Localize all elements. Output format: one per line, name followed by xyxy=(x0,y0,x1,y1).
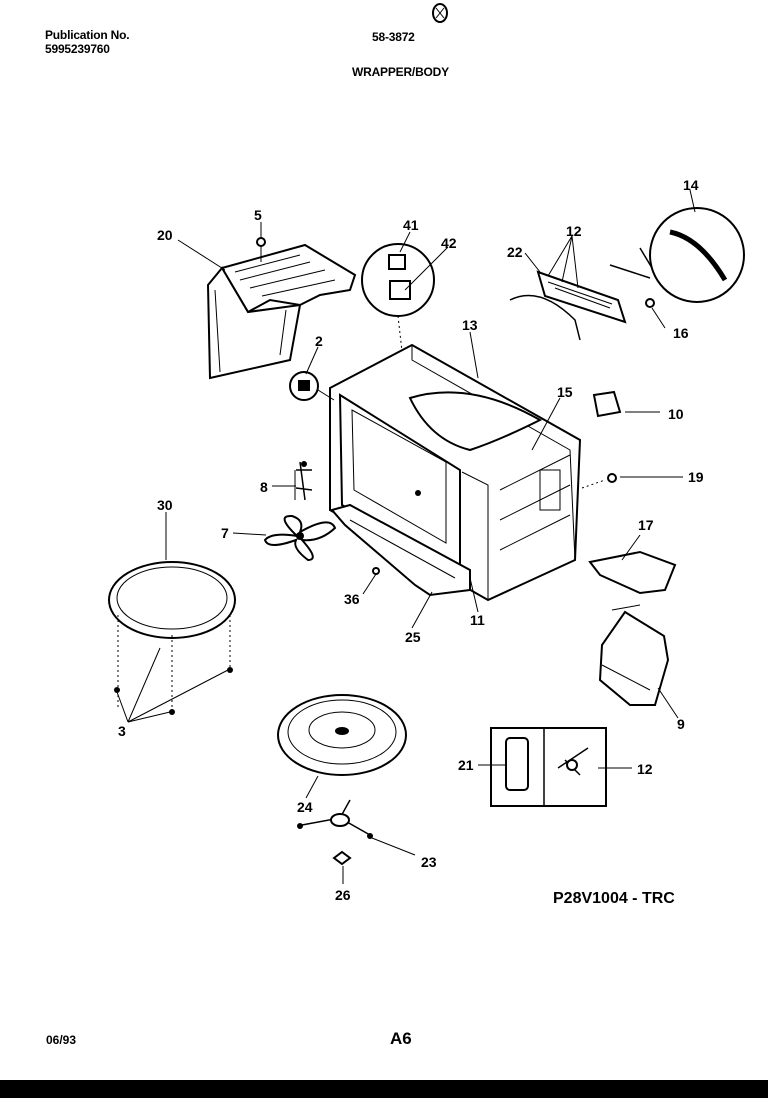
turntable-tray-part xyxy=(277,694,407,776)
callout-12-b: 12 xyxy=(637,761,653,777)
switch-bracket-part xyxy=(509,270,655,341)
callout-14: 14 xyxy=(683,177,699,193)
page-number: A6 xyxy=(390,1029,412,1048)
callout-26: 26 xyxy=(335,887,351,903)
roller-ring-part xyxy=(108,561,236,710)
boxed-detail-21-12 xyxy=(490,727,607,807)
callout-17: 17 xyxy=(638,517,654,533)
stirrer-fan-part xyxy=(263,514,337,562)
callout-25: 25 xyxy=(405,629,421,645)
publication-number: 5995239760 xyxy=(45,42,110,56)
callout-7: 7 xyxy=(221,525,229,541)
registration-mark xyxy=(432,3,448,23)
callout-19: 19 xyxy=(688,469,704,485)
publication-label: Publication No. xyxy=(45,28,130,42)
callout-36: 36 xyxy=(344,591,360,607)
document-code: 58-3872 xyxy=(372,30,415,44)
detail-inset-14 xyxy=(609,207,745,303)
callout-3: 3 xyxy=(118,723,126,739)
section-title: WRAPPER/BODY xyxy=(352,65,449,79)
callout-labels: 14 5 20 41 42 12 22 16 13 2 15 10 19 8 3… xyxy=(118,177,704,903)
turntable-support-part xyxy=(297,799,373,839)
callout-23: 23 xyxy=(421,854,437,870)
coupler-part xyxy=(332,850,352,866)
callout-30: 30 xyxy=(157,497,173,513)
callout-10: 10 xyxy=(668,406,684,422)
callout-20: 20 xyxy=(157,227,173,243)
callout-21: 21 xyxy=(458,757,474,773)
callout-11: 11 xyxy=(470,612,485,628)
callout-13: 13 xyxy=(462,317,478,333)
callout-2: 2 xyxy=(315,333,323,349)
callout-8: 8 xyxy=(260,479,268,495)
callout-42: 42 xyxy=(441,235,457,251)
figure-code: P28V1004 - TRC xyxy=(553,890,675,907)
callout-5: 5 xyxy=(254,207,262,223)
detail-inset-41-42 xyxy=(361,243,435,494)
roller-3-part xyxy=(114,667,233,715)
callout-9: 9 xyxy=(677,716,685,732)
cover-plate-part xyxy=(592,390,622,418)
screw-19-part xyxy=(581,473,617,489)
detail-inset-2 xyxy=(289,371,335,401)
callout-12: 12 xyxy=(566,223,582,239)
duct-9-part xyxy=(598,604,670,706)
bracket-8-part xyxy=(295,461,313,501)
callout-16: 16 xyxy=(673,325,689,341)
footer-date: 06/93 xyxy=(46,1033,77,1047)
bottom-plate-part xyxy=(330,503,471,597)
duct-17-part xyxy=(588,550,677,595)
callout-15: 15 xyxy=(557,384,573,400)
top-cover-bracket-part xyxy=(206,243,357,380)
leader-lines xyxy=(116,189,696,884)
callout-41: 41 xyxy=(403,217,419,233)
callout-24: 24 xyxy=(297,799,313,815)
bottom-scan-border xyxy=(0,1080,768,1098)
callout-22: 22 xyxy=(507,244,523,260)
